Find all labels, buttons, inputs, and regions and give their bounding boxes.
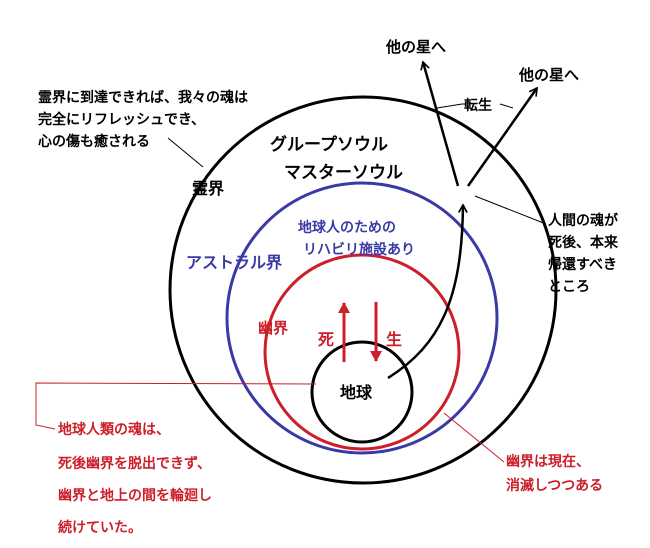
yukai-circle [263, 253, 461, 451]
tensei-callout-line [436, 103, 468, 109]
astral-circle [225, 181, 499, 455]
other-star-label-2: 他の星へ [518, 66, 579, 84]
tensei-callout-line-2 [499, 103, 514, 109]
earth-label: 地球 [340, 383, 373, 402]
bottom-right-note-line: 幽界は現在、 [506, 453, 590, 470]
right-note-callout-line [474, 195, 547, 225]
astral-label: アストラル界 [186, 253, 282, 272]
bottom-right-note-line: 消滅しつつある [506, 477, 603, 494]
right-note-line: 帰還すべき [548, 256, 617, 273]
birth-label: 生 [386, 330, 402, 349]
bottom-left-note-line: 地球人類の魂は、 [58, 421, 170, 438]
right-note-line: 人間の魂が [548, 212, 619, 229]
tensei-label: 転生 [464, 97, 492, 114]
earth-circle [310, 340, 414, 444]
bottom-left-callout-line [35, 382, 317, 430]
bottom-right-callout-line [443, 412, 505, 463]
top-left-note: 霊界に到達できれば、我々の魂は 完全にリフレッシュでき、 心の傷も癒される [38, 89, 248, 150]
bottom-left-note-line: 死後幽界を脱出できず、 [57, 455, 211, 472]
to-other-star-arrow-1 [423, 62, 460, 187]
death-label: 死 [318, 330, 334, 349]
reikai-label: 霊界 [192, 179, 224, 198]
soul-path-arrow [387, 205, 463, 380]
top-left-note-line: 完全にリフレッシュでき、 [38, 111, 205, 128]
bottom-left-note-line: 続けていた。 [58, 519, 142, 536]
top-left-note-callout-line [167, 137, 204, 168]
rehab-label-line2: リハビリ施設あり [303, 241, 415, 258]
reikai-circle [168, 95, 558, 485]
other-star-label-1: 他の星へ [385, 38, 446, 56]
bottom-right-note: 幽界は現在、 消滅しつつある [506, 453, 603, 494]
bottom-left-note: 地球人類の魂は、 死後幽界を脱出できず、 幽界と地上の間を輪廻し 続けていた。 [57, 421, 212, 536]
yukai-label: 幽界 [258, 319, 288, 337]
master-soul-label: マスターソウル [284, 163, 403, 183]
right-note-line: 死後、本来 [547, 234, 619, 251]
to-other-star-arrow-2 [466, 88, 539, 187]
rehab-label-line1: 地球人のための [298, 219, 396, 236]
top-left-note-line: 心の傷も癒される [38, 133, 150, 150]
group-soul-label: グループソウル [270, 134, 388, 155]
bottom-left-note-line: 幽界と地上の間を輪廻し [58, 487, 212, 504]
top-left-note-line: 霊界に到達できれば、我々の魂は [38, 89, 248, 106]
right-note: 人間の魂が 死後、本来 帰還すべき ところ [547, 212, 619, 295]
right-note-line: ところ [548, 279, 590, 295]
